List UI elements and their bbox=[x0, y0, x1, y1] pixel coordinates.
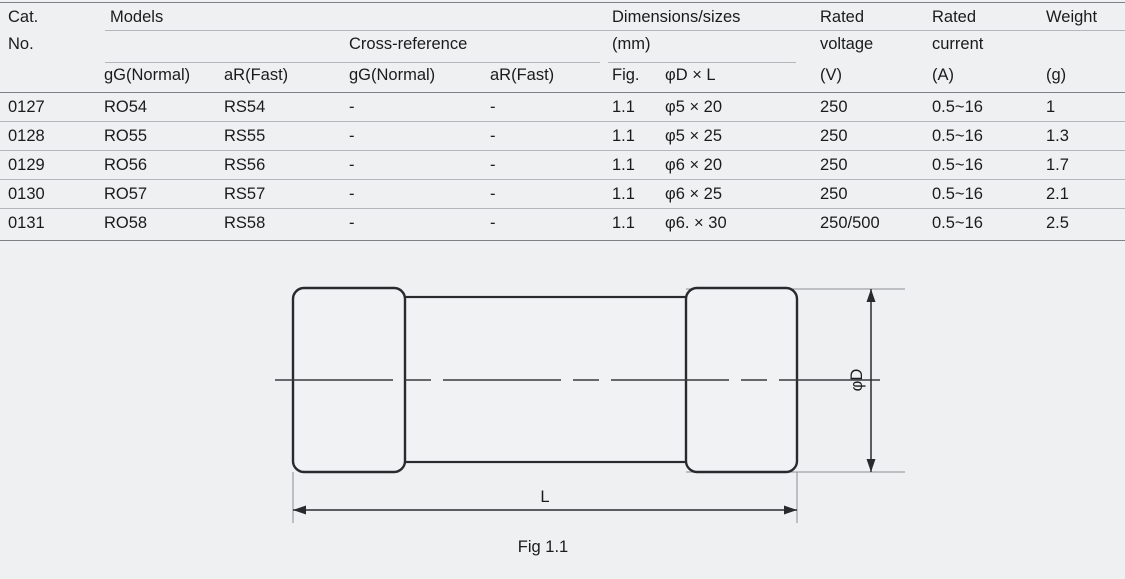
cell-xref-gg: - bbox=[349, 156, 355, 174]
table-rule-5 bbox=[0, 121, 1125, 122]
cell-model-gg: RO58 bbox=[104, 214, 148, 232]
table-rule-6 bbox=[0, 150, 1125, 151]
table-rule-9 bbox=[0, 240, 1125, 241]
cell-dim: φ6 × 25 bbox=[665, 185, 723, 203]
cell-xref-ar: - bbox=[490, 214, 496, 232]
cell-model-gg: RO57 bbox=[104, 185, 148, 203]
cell-xref-ar: - bbox=[490, 156, 496, 174]
cell-weight: 1.3 bbox=[1046, 127, 1069, 145]
cell-cat-no: 0127 bbox=[8, 98, 45, 116]
table-rule-1 bbox=[105, 30, 1125, 31]
diameter-arrow-bottom bbox=[866, 459, 876, 472]
table-group-header-0: Cat. bbox=[8, 8, 39, 26]
table-sub-header-0: gG(Normal) bbox=[104, 66, 191, 84]
cell-voltage: 250 bbox=[820, 98, 848, 116]
table-rule-8 bbox=[0, 208, 1125, 209]
cell-model-gg: RO55 bbox=[104, 127, 148, 145]
table-group-header-9: current bbox=[932, 35, 984, 53]
length-arrow-right bbox=[784, 505, 797, 515]
cell-voltage: 250/500 bbox=[820, 214, 880, 232]
table-group-header-4: Dimensions/sizes bbox=[612, 8, 741, 26]
cell-xref-ar: - bbox=[490, 127, 496, 145]
cell-fig: 1.1 bbox=[612, 185, 635, 203]
cell-model-ar: RS58 bbox=[224, 214, 266, 232]
cell-model-ar: RS55 bbox=[224, 127, 266, 145]
length-label: L bbox=[540, 488, 549, 506]
cell-fig: 1.1 bbox=[612, 127, 635, 145]
cell-fig: 1.1 bbox=[612, 156, 635, 174]
table-group-header-8: Rated bbox=[932, 8, 977, 26]
table-rule-4 bbox=[0, 92, 1125, 93]
table-rule-7 bbox=[0, 179, 1125, 180]
cell-current: 0.5~16 bbox=[932, 98, 983, 116]
cell-xref-gg: - bbox=[349, 98, 355, 116]
table-sub-header-5: φD × L bbox=[665, 66, 716, 84]
table-group-header-1: No. bbox=[8, 35, 34, 53]
cell-current: 0.5~16 bbox=[932, 185, 983, 203]
cell-dim: φ6. × 30 bbox=[665, 214, 727, 232]
table-rule-0 bbox=[0, 2, 1125, 3]
table-sub-header-6: (V) bbox=[820, 66, 842, 84]
cell-model-ar: RS56 bbox=[224, 156, 266, 174]
cell-dim: φ5 × 20 bbox=[665, 98, 723, 116]
length-arrow-left bbox=[293, 505, 306, 515]
table-rule-3 bbox=[608, 62, 796, 63]
fuse-drawing-svg: φD L bbox=[275, 286, 905, 523]
table-sub-header-4: Fig. bbox=[612, 66, 640, 84]
cell-voltage: 250 bbox=[820, 185, 848, 203]
cell-current: 0.5~16 bbox=[932, 214, 983, 232]
table-group-header-5: (mm) bbox=[612, 35, 651, 53]
table-group-header-2: Models bbox=[110, 8, 164, 26]
cell-weight: 2.1 bbox=[1046, 185, 1069, 203]
cell-xref-gg: - bbox=[349, 185, 355, 203]
cell-cat-no: 0128 bbox=[8, 127, 45, 145]
cell-cat-no: 0129 bbox=[8, 156, 45, 174]
cell-dim: φ5 × 25 bbox=[665, 127, 723, 145]
cell-weight: 1.7 bbox=[1046, 156, 1069, 174]
cell-current: 0.5~16 bbox=[932, 156, 983, 174]
table-group-header-3: Cross-reference bbox=[349, 35, 468, 53]
cell-model-gg: RO56 bbox=[104, 156, 148, 174]
table-sub-header-8: (g) bbox=[1046, 66, 1067, 84]
cell-xref-gg: - bbox=[349, 214, 355, 232]
table-sub-header-1: aR(Fast) bbox=[224, 66, 289, 84]
cell-weight: 1 bbox=[1046, 98, 1056, 116]
cell-xref-ar: - bbox=[490, 185, 496, 203]
cell-model-ar: RS54 bbox=[224, 98, 266, 116]
diameter-arrow-top bbox=[866, 289, 876, 302]
cell-xref-ar: - bbox=[490, 98, 496, 116]
cell-dim: φ6 × 20 bbox=[665, 156, 723, 174]
table-group-header-7: voltage bbox=[820, 35, 874, 53]
cell-model-ar: RS57 bbox=[224, 185, 266, 203]
diameter-label: φD bbox=[848, 369, 866, 392]
figure-caption: Fig 1.1 bbox=[517, 538, 569, 556]
table-group-header-10: Weight bbox=[1046, 8, 1098, 26]
table-group-header-6: Rated bbox=[820, 8, 865, 26]
cell-voltage: 250 bbox=[820, 156, 848, 174]
fuse-dimension-drawing: φD L bbox=[0, 255, 1125, 579]
cell-fig: 1.1 bbox=[612, 214, 635, 232]
table-sub-header-2: gG(Normal) bbox=[349, 66, 436, 84]
cell-model-gg: RO54 bbox=[104, 98, 148, 116]
cell-weight: 2.5 bbox=[1046, 214, 1069, 232]
cell-voltage: 250 bbox=[820, 127, 848, 145]
cell-xref-gg: - bbox=[349, 127, 355, 145]
cell-fig: 1.1 bbox=[612, 98, 635, 116]
table-sub-header-7: (A) bbox=[932, 66, 954, 84]
cell-cat-no: 0131 bbox=[8, 214, 45, 232]
cell-current: 0.5~16 bbox=[932, 127, 983, 145]
table-rule-2 bbox=[105, 62, 600, 63]
cell-cat-no: 0130 bbox=[8, 185, 45, 203]
table-sub-header-3: aR(Fast) bbox=[490, 66, 555, 84]
